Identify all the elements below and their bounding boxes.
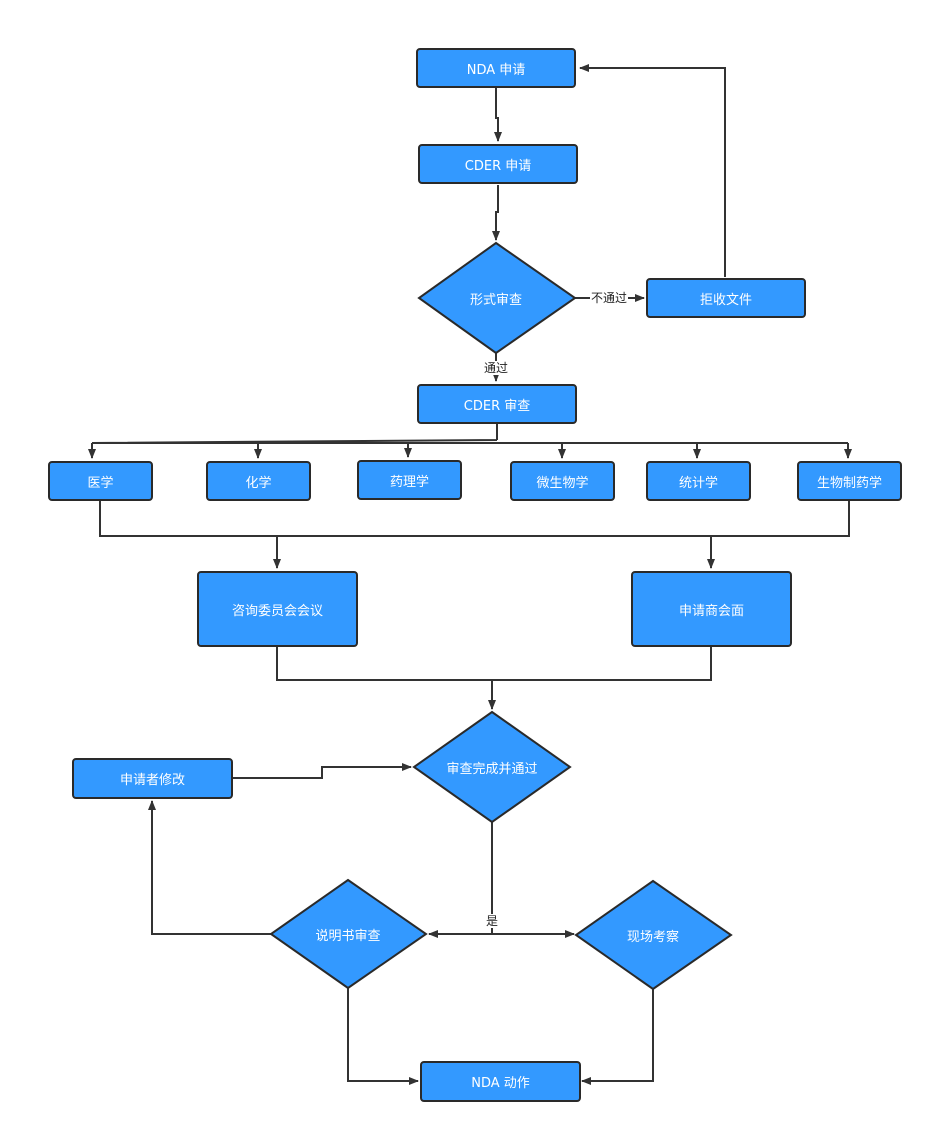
edge-site-inspection-to-nda-action — [581, 989, 654, 1085]
edge-meetings-merge-bus — [276, 646, 712, 681]
pharmacology-node[interactable]: 药理学 — [357, 460, 462, 500]
edge-nda-to-cder-application — [494, 88, 502, 142]
yes-label: 是 — [485, 914, 500, 928]
nda-action-node[interactable]: NDA 动作 — [420, 1061, 581, 1102]
edge-label-review-to-revision — [148, 800, 271, 935]
cder-review-node[interactable]: CDER 审查 — [417, 384, 577, 424]
applicant-revision-node[interactable]: 申请者修改 — [72, 758, 233, 799]
statistics-node[interactable]: 统计学 — [646, 461, 751, 501]
cder-application-node[interactable]: CDER 申请 — [418, 144, 578, 184]
advisory-committee-node[interactable]: 咨询委员会会议 — [197, 571, 358, 647]
edge-disciplines-merge-bus — [99, 501, 850, 537]
chemistry-node[interactable]: 化学 — [206, 461, 311, 501]
microbiology-node[interactable]: 微生物学 — [510, 461, 615, 501]
passed-label: 通过 — [483, 361, 510, 375]
edge-label-review-to-nda-action — [347, 988, 419, 1085]
reject-file-node[interactable]: 拒收文件 — [646, 278, 806, 318]
medicine-node[interactable]: 医学 — [48, 461, 153, 501]
applicant-meeting-node[interactable]: 申请商会面 — [631, 571, 792, 647]
not-passed-label: 不通过 — [590, 291, 629, 305]
review-complete-diamond[interactable] — [412, 710, 572, 824]
edge-cder-application-to-formal-review — [492, 185, 500, 241]
nda-application-node[interactable]: NDA 申请 — [416, 48, 576, 88]
biopharmaceutics-node[interactable]: 生物制药学 — [797, 461, 902, 501]
site-inspection-diamond[interactable] — [574, 879, 733, 991]
edge-cder-review-bus — [91, 424, 848, 444]
edge-reject-to-nda-application — [579, 64, 726, 277]
formal-review-diamond[interactable] — [417, 241, 577, 355]
edge-revision-to-review-complete — [232, 763, 412, 779]
label-review-diamond[interactable] — [269, 878, 428, 990]
